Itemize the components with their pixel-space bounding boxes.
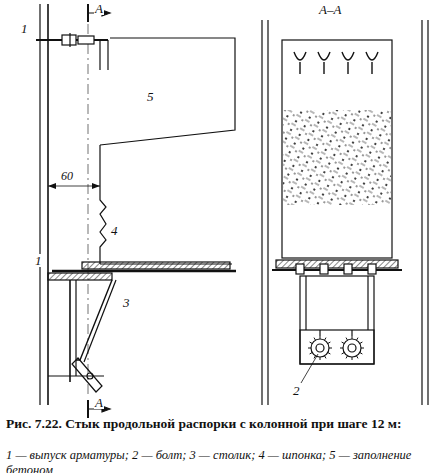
callout-number: 5 (146, 90, 155, 103)
bolt-tooth (325, 356, 327, 359)
section-mark: А (94, 396, 104, 409)
anchor-bar (347, 62, 348, 74)
bolt-tooth (357, 356, 359, 359)
dimension: 60 (60, 170, 74, 182)
bolt-tooth (320, 336, 321, 339)
caption-legend: 1 — выпуск арматуры; 2 — болт; 3 — столи… (6, 448, 428, 473)
bolt-tooth (361, 348, 364, 349)
bolt-tooth (310, 353, 313, 355)
bolt-tooth (360, 342, 363, 344)
bolt-tooth (352, 357, 353, 360)
callout-number: 1 (20, 22, 29, 35)
anchor-bar (323, 62, 324, 74)
anchor-hook (366, 52, 378, 60)
callout-number: 2 (292, 384, 301, 397)
bolt-tooth (340, 348, 343, 349)
bolt-tooth (325, 338, 327, 341)
bolt-tooth (314, 338, 316, 341)
bolt-nut (296, 264, 304, 274)
bolt-tooth (310, 342, 313, 344)
bolt-shank (319, 330, 320, 336)
bolt-symbol (316, 344, 324, 352)
anchor-hook (318, 52, 330, 60)
bolt-symbol (343, 339, 361, 357)
section-mark: А (94, 2, 104, 15)
bolt-nut (368, 264, 376, 274)
bolt-tooth (328, 353, 331, 355)
anchor-bar (371, 62, 372, 74)
bolt-symbol (348, 344, 356, 352)
bolt-nut (320, 264, 328, 274)
bolt-shank (351, 330, 352, 336)
bolt-tooth (346, 338, 348, 341)
bolt-tooth (342, 353, 345, 355)
callout-number: 1 (34, 254, 43, 267)
bolt-tooth (342, 342, 345, 344)
bolt-tooth (346, 356, 348, 359)
callout-number: 3 (122, 296, 131, 309)
figure-caption: Рис. 7.22. Стык продольной распорки с ко… (6, 416, 428, 432)
section-title: А–А (318, 3, 342, 16)
anchor-hook (342, 52, 354, 60)
callout-number: 4 (110, 224, 119, 237)
bolt-tooth (352, 336, 353, 339)
bolt-tooth (329, 348, 332, 349)
bolt-nut (344, 264, 352, 274)
bolt-tooth (308, 348, 311, 349)
anchor-bar (299, 62, 300, 74)
bolt-symbol (311, 339, 329, 357)
bolt-tooth (360, 353, 363, 355)
bolt-tooth (328, 342, 331, 344)
bolt-tooth (320, 357, 321, 360)
bolt-tooth (357, 338, 359, 341)
anchor-hook (294, 52, 306, 60)
